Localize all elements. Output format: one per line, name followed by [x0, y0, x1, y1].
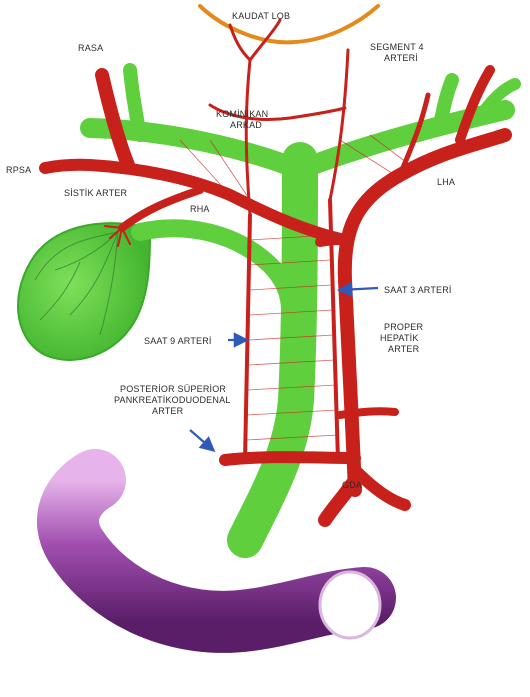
label-segment4-1: SEGMENT 4 [370, 42, 424, 52]
psp-arrow [190, 430, 213, 450]
label-lha: LHA [437, 177, 455, 187]
label-posterior-2: PANKREATİKODUODENAL [114, 395, 231, 405]
label-saat9-arteri: SAAT 9 ARTERİ [144, 336, 212, 346]
right-duct-branch [130, 70, 140, 135]
label-rasa: RASA [78, 43, 103, 53]
duodenal-lumen [320, 572, 380, 638]
label-gda: GDA [342, 480, 362, 490]
label-kominikan-2: ARKAD [230, 120, 262, 130]
label-proper-3: ARTER [388, 344, 420, 354]
label-sistik-arter: SİSTİK ARTER [64, 188, 128, 198]
label-kominikan-1: KOMİNİKAN [216, 109, 268, 119]
label-posterior-1: POSTERİOR SÜPERİOR [120, 384, 226, 394]
cystic-duct [140, 228, 290, 310]
label-posterior-3: ARTER [152, 406, 184, 416]
psp-artery [225, 457, 355, 460]
label-segment4-2: ARTERİ [384, 53, 418, 63]
proper-hepatic-artery [345, 135, 505, 490]
label-saat3-arteri: SAAT 3 ARTERİ [384, 285, 452, 295]
label-rpsa: RPSA [6, 165, 31, 175]
label-rha: RHA [190, 204, 210, 214]
label-proper-2: HEPATİK [380, 333, 419, 343]
communicating-arcade [246, 60, 250, 215]
label-proper-1: PROPER [384, 322, 424, 332]
label-kaudat-lob: KAUDAT LOB [232, 11, 290, 21]
